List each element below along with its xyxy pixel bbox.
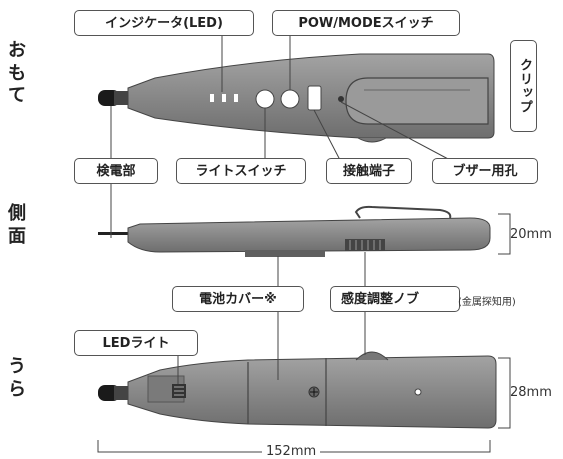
buzzer-hole	[338, 96, 344, 102]
front-view-title: おもて	[8, 40, 26, 106]
back-knob-edge	[355, 351, 389, 361]
back-view	[97, 351, 511, 453]
indicator-leds	[210, 94, 238, 102]
side-body	[127, 217, 491, 253]
side-height-dimension: 20mm	[510, 227, 552, 242]
battery-cover-label: 電池カバー※	[172, 286, 304, 312]
side-knob	[345, 239, 385, 251]
front-knob-edge	[357, 137, 387, 143]
sensitivity-knob-label: 感度調整ノブ	[330, 286, 460, 312]
light-switch-button	[255, 89, 275, 109]
length-dimension: 152mm	[262, 444, 321, 459]
front-view	[98, 53, 495, 143]
back-view-title: うら	[8, 356, 26, 400]
leader-lines	[110, 34, 451, 384]
pow-mode-switch-label: POW/MODEスイッチ	[272, 10, 460, 36]
back-probe-tip	[98, 385, 130, 401]
side-probe-tip	[98, 232, 130, 235]
sensitivity-knob-note: (金属探知用)	[458, 297, 516, 308]
back-height-dimension: 28mm	[510, 385, 552, 400]
front-probe-tip	[98, 90, 130, 106]
clip-label: クリップ	[510, 40, 537, 132]
pow-mode-button	[280, 89, 300, 109]
contact-terminal-label: 接触端子	[326, 158, 412, 184]
buzzer-hole-label: ブザー用孔	[432, 158, 538, 184]
light-switch-label: ライトスイッチ	[176, 158, 306, 184]
clip-label-text: クリップ	[516, 58, 532, 114]
contact-terminal	[307, 85, 322, 111]
back-hole	[414, 388, 422, 396]
side-battery-cover-edge	[245, 250, 325, 257]
side-view	[98, 205, 511, 257]
front-clip	[345, 77, 489, 125]
detector-label: 検電部	[74, 158, 158, 184]
side-view-title: 側面	[8, 203, 26, 247]
side-clip	[354, 205, 452, 219]
indicator-label: インジケータ(LED)	[74, 10, 254, 36]
led-light-label: LEDライト	[74, 330, 198, 356]
